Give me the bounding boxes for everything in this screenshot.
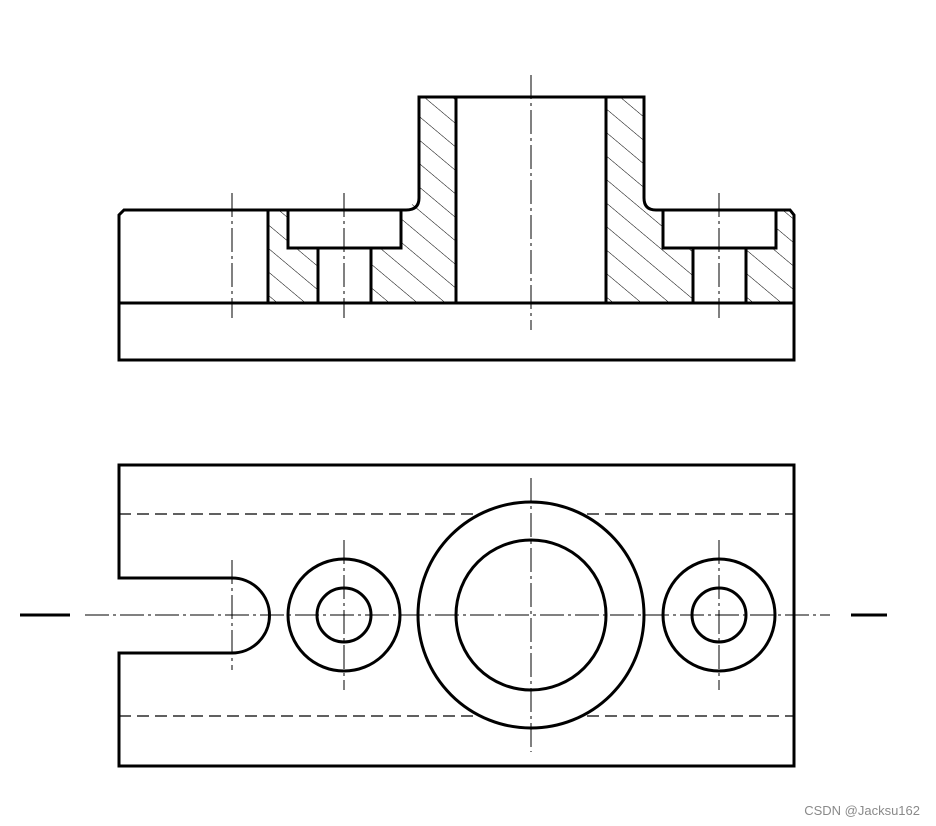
top-outline — [117, 463, 796, 768]
hatch-region-left — [268, 97, 456, 303]
watermark-text: CSDN @Jacksu162 — [804, 803, 920, 818]
top-view — [20, 463, 887, 768]
front-outline — [117, 95, 796, 362]
front-section-view — [117, 75, 796, 362]
